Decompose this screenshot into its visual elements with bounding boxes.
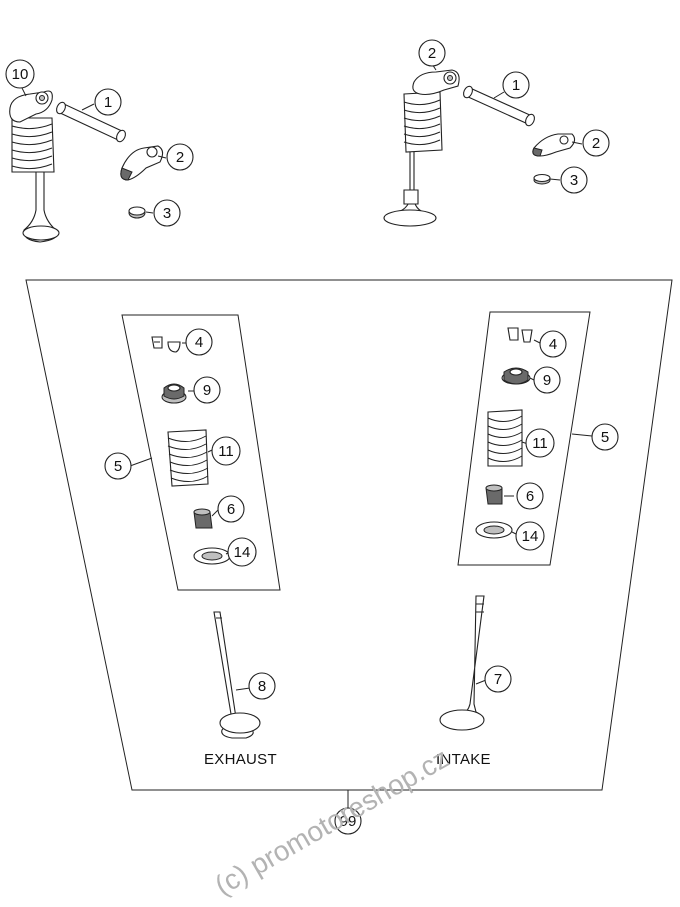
spring-seat-washer-icon bbox=[475, 521, 513, 539]
spring-retainer-icon bbox=[161, 383, 187, 404]
shim-icon bbox=[533, 173, 551, 185]
exhaust-valve-icon bbox=[213, 611, 261, 739]
callout-1-right: 1 bbox=[502, 71, 530, 99]
exhaust-label: EXHAUST bbox=[204, 751, 277, 768]
valve-spring-icon bbox=[167, 429, 209, 487]
rocker-arm-icon bbox=[120, 145, 164, 181]
callout-14-exhaust: 14 bbox=[227, 537, 257, 567]
shim-icon bbox=[128, 206, 146, 219]
svg-text:4: 4 bbox=[549, 336, 557, 353]
callout-11-intake: 11 bbox=[525, 428, 555, 458]
svg-text:1: 1 bbox=[104, 94, 112, 111]
svg-text:5: 5 bbox=[601, 429, 609, 446]
rocker-shaft-icon bbox=[463, 85, 535, 127]
callout-4-intake: 4 bbox=[539, 330, 567, 358]
svg-text:4: 4 bbox=[195, 334, 203, 351]
callout-14-intake: 14 bbox=[515, 521, 545, 551]
svg-text:6: 6 bbox=[526, 488, 534, 505]
callout-99: 99 bbox=[334, 807, 362, 835]
assembled-intake-valve-icon bbox=[383, 69, 460, 227]
svg-text:2: 2 bbox=[592, 135, 600, 152]
callout-6-exhaust: 6 bbox=[217, 495, 245, 523]
callout-2-right-top: 2 bbox=[418, 39, 446, 67]
callout-11-exhaust: 11 bbox=[211, 436, 241, 466]
svg-text:11: 11 bbox=[532, 435, 548, 452]
valve-spring-icon bbox=[487, 409, 523, 467]
callout-6-intake: 6 bbox=[516, 482, 544, 510]
callout-9-intake: 9 bbox=[533, 366, 561, 394]
callout-5-intake: 5 bbox=[591, 423, 619, 451]
spring-retainer-icon bbox=[501, 367, 531, 385]
exhaust-parts bbox=[129, 336, 231, 565]
callout-7: 7 bbox=[484, 665, 512, 693]
intake-parts-panel bbox=[457, 311, 591, 566]
svg-text:5: 5 bbox=[114, 458, 122, 475]
exhaust-parts-panel bbox=[121, 314, 281, 591]
top-right-assembly bbox=[383, 63, 583, 227]
intake-label: INTAKE bbox=[436, 751, 491, 768]
svg-text:9: 9 bbox=[203, 382, 211, 399]
callout-1-left: 1 bbox=[94, 88, 122, 116]
svg-text:14: 14 bbox=[522, 528, 539, 545]
valve-keeper-icon bbox=[151, 336, 181, 353]
callout-10: 10 bbox=[5, 59, 35, 89]
svg-text:14: 14 bbox=[234, 544, 251, 561]
assembled-exhaust-valve-icon bbox=[9, 90, 60, 243]
svg-text:10: 10 bbox=[12, 66, 29, 83]
svg-text:7: 7 bbox=[494, 671, 502, 688]
svg-text:9: 9 bbox=[543, 372, 551, 389]
svg-text:2: 2 bbox=[176, 149, 184, 166]
callout-3-left: 3 bbox=[153, 199, 181, 227]
valve-keeper-icon bbox=[507, 327, 533, 343]
callout-5-exhaust: 5 bbox=[104, 452, 132, 480]
callout-9-exhaust: 9 bbox=[193, 376, 221, 404]
rocker-arm-icon bbox=[532, 133, 576, 157]
callout-8: 8 bbox=[248, 672, 276, 700]
top-left-assembly bbox=[9, 87, 167, 243]
callout-3-right: 3 bbox=[560, 166, 588, 194]
valve-set-frame bbox=[25, 279, 673, 791]
svg-text:8: 8 bbox=[258, 678, 266, 695]
callout-2-left: 2 bbox=[166, 143, 194, 171]
intake-valve-icon bbox=[439, 595, 485, 731]
valve-stem-seal-icon bbox=[485, 484, 503, 505]
intake-parts bbox=[475, 327, 593, 539]
svg-text:11: 11 bbox=[218, 443, 234, 460]
callout-4-exhaust: 4 bbox=[185, 328, 213, 356]
svg-text:1: 1 bbox=[512, 77, 520, 94]
callout-2-right: 2 bbox=[582, 129, 610, 157]
svg-text:3: 3 bbox=[570, 172, 578, 189]
svg-text:99: 99 bbox=[340, 813, 357, 830]
rocker-shaft-icon bbox=[56, 101, 126, 143]
svg-text:2: 2 bbox=[428, 45, 436, 62]
spring-seat-washer-icon bbox=[193, 547, 231, 565]
svg-text:6: 6 bbox=[227, 501, 235, 518]
svg-text:3: 3 bbox=[163, 205, 171, 222]
valve-stem-seal-icon bbox=[193, 508, 213, 529]
